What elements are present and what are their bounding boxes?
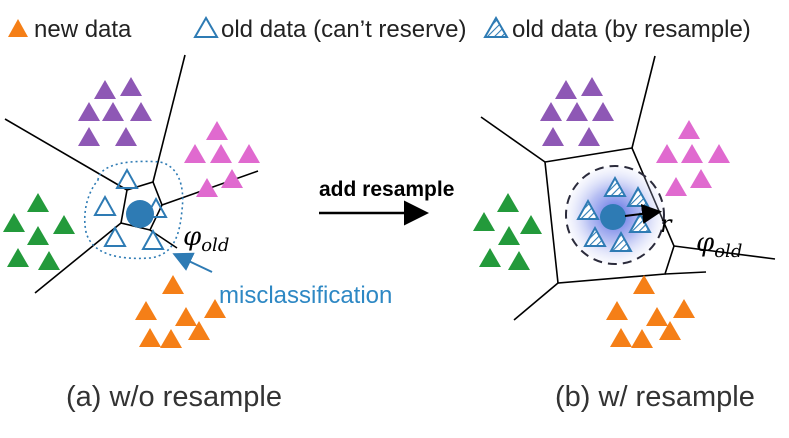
legend-new-label: new data (34, 16, 132, 43)
legend: new data old data (can’t reserve) old da… (8, 16, 751, 43)
panel-a: φold misclassification (a) w/o resample (3, 54, 392, 413)
resampled-triangle-icon (626, 185, 650, 207)
panel-a-pink-cluster (184, 121, 260, 197)
panel-b-green-cluster (473, 193, 542, 270)
resampled-triangle-icon (576, 198, 600, 220)
add-resample-label: add resample (319, 178, 454, 201)
legend-resampled-label: old data (by resample) (512, 16, 751, 43)
transition-arrow: add resample (319, 178, 454, 226)
panel-b-decision-boundaries (480, 55, 776, 321)
panel-b-orange-cluster (606, 275, 695, 348)
panel-a-prototype-dot (126, 200, 154, 228)
legend-new-triangle-icon (8, 19, 28, 37)
legend-old-triangle-icon (193, 16, 219, 38)
panel-a-purple-cluster (78, 77, 152, 146)
panel-b-phi-label: φold (696, 228, 742, 262)
legend-old-label: old data (can’t reserve) (221, 16, 466, 43)
old-data-triangle-icon (103, 225, 127, 247)
resampled-triangle-icon (583, 225, 607, 247)
panel-b-prototype-dot (600, 204, 626, 230)
misclassification-label: misclassification (219, 282, 392, 309)
panel-a-green-cluster (3, 193, 75, 270)
panel-a-dotted-boundary (83, 160, 184, 260)
panel-b-resampled-cluster (576, 175, 652, 252)
panel-a-decision-boundaries (4, 54, 259, 294)
resampled-triangle-icon (609, 230, 633, 252)
resampled-triangle-icon (603, 175, 627, 197)
caption-b: (b) w/ resample (555, 381, 755, 413)
panel-b-pink-cluster (656, 120, 730, 196)
old-data-triangle-icon (93, 194, 117, 216)
old-data-triangle-icon (115, 167, 139, 189)
old-data-triangle-icon (141, 228, 165, 250)
radius-label: r (660, 210, 673, 238)
panel-b-purple-cluster (540, 77, 614, 146)
radius-arrow (624, 203, 662, 224)
caption-a: (a) w/o resample (66, 381, 282, 413)
misclassification-arrow (172, 252, 213, 273)
panel-a-phi-label: φold (183, 222, 229, 256)
panel-b: r φold (b) w/ resample (473, 55, 776, 413)
legend-resampled-triangle-icon (483, 16, 509, 38)
panel-a-orange-cluster (135, 275, 226, 348)
